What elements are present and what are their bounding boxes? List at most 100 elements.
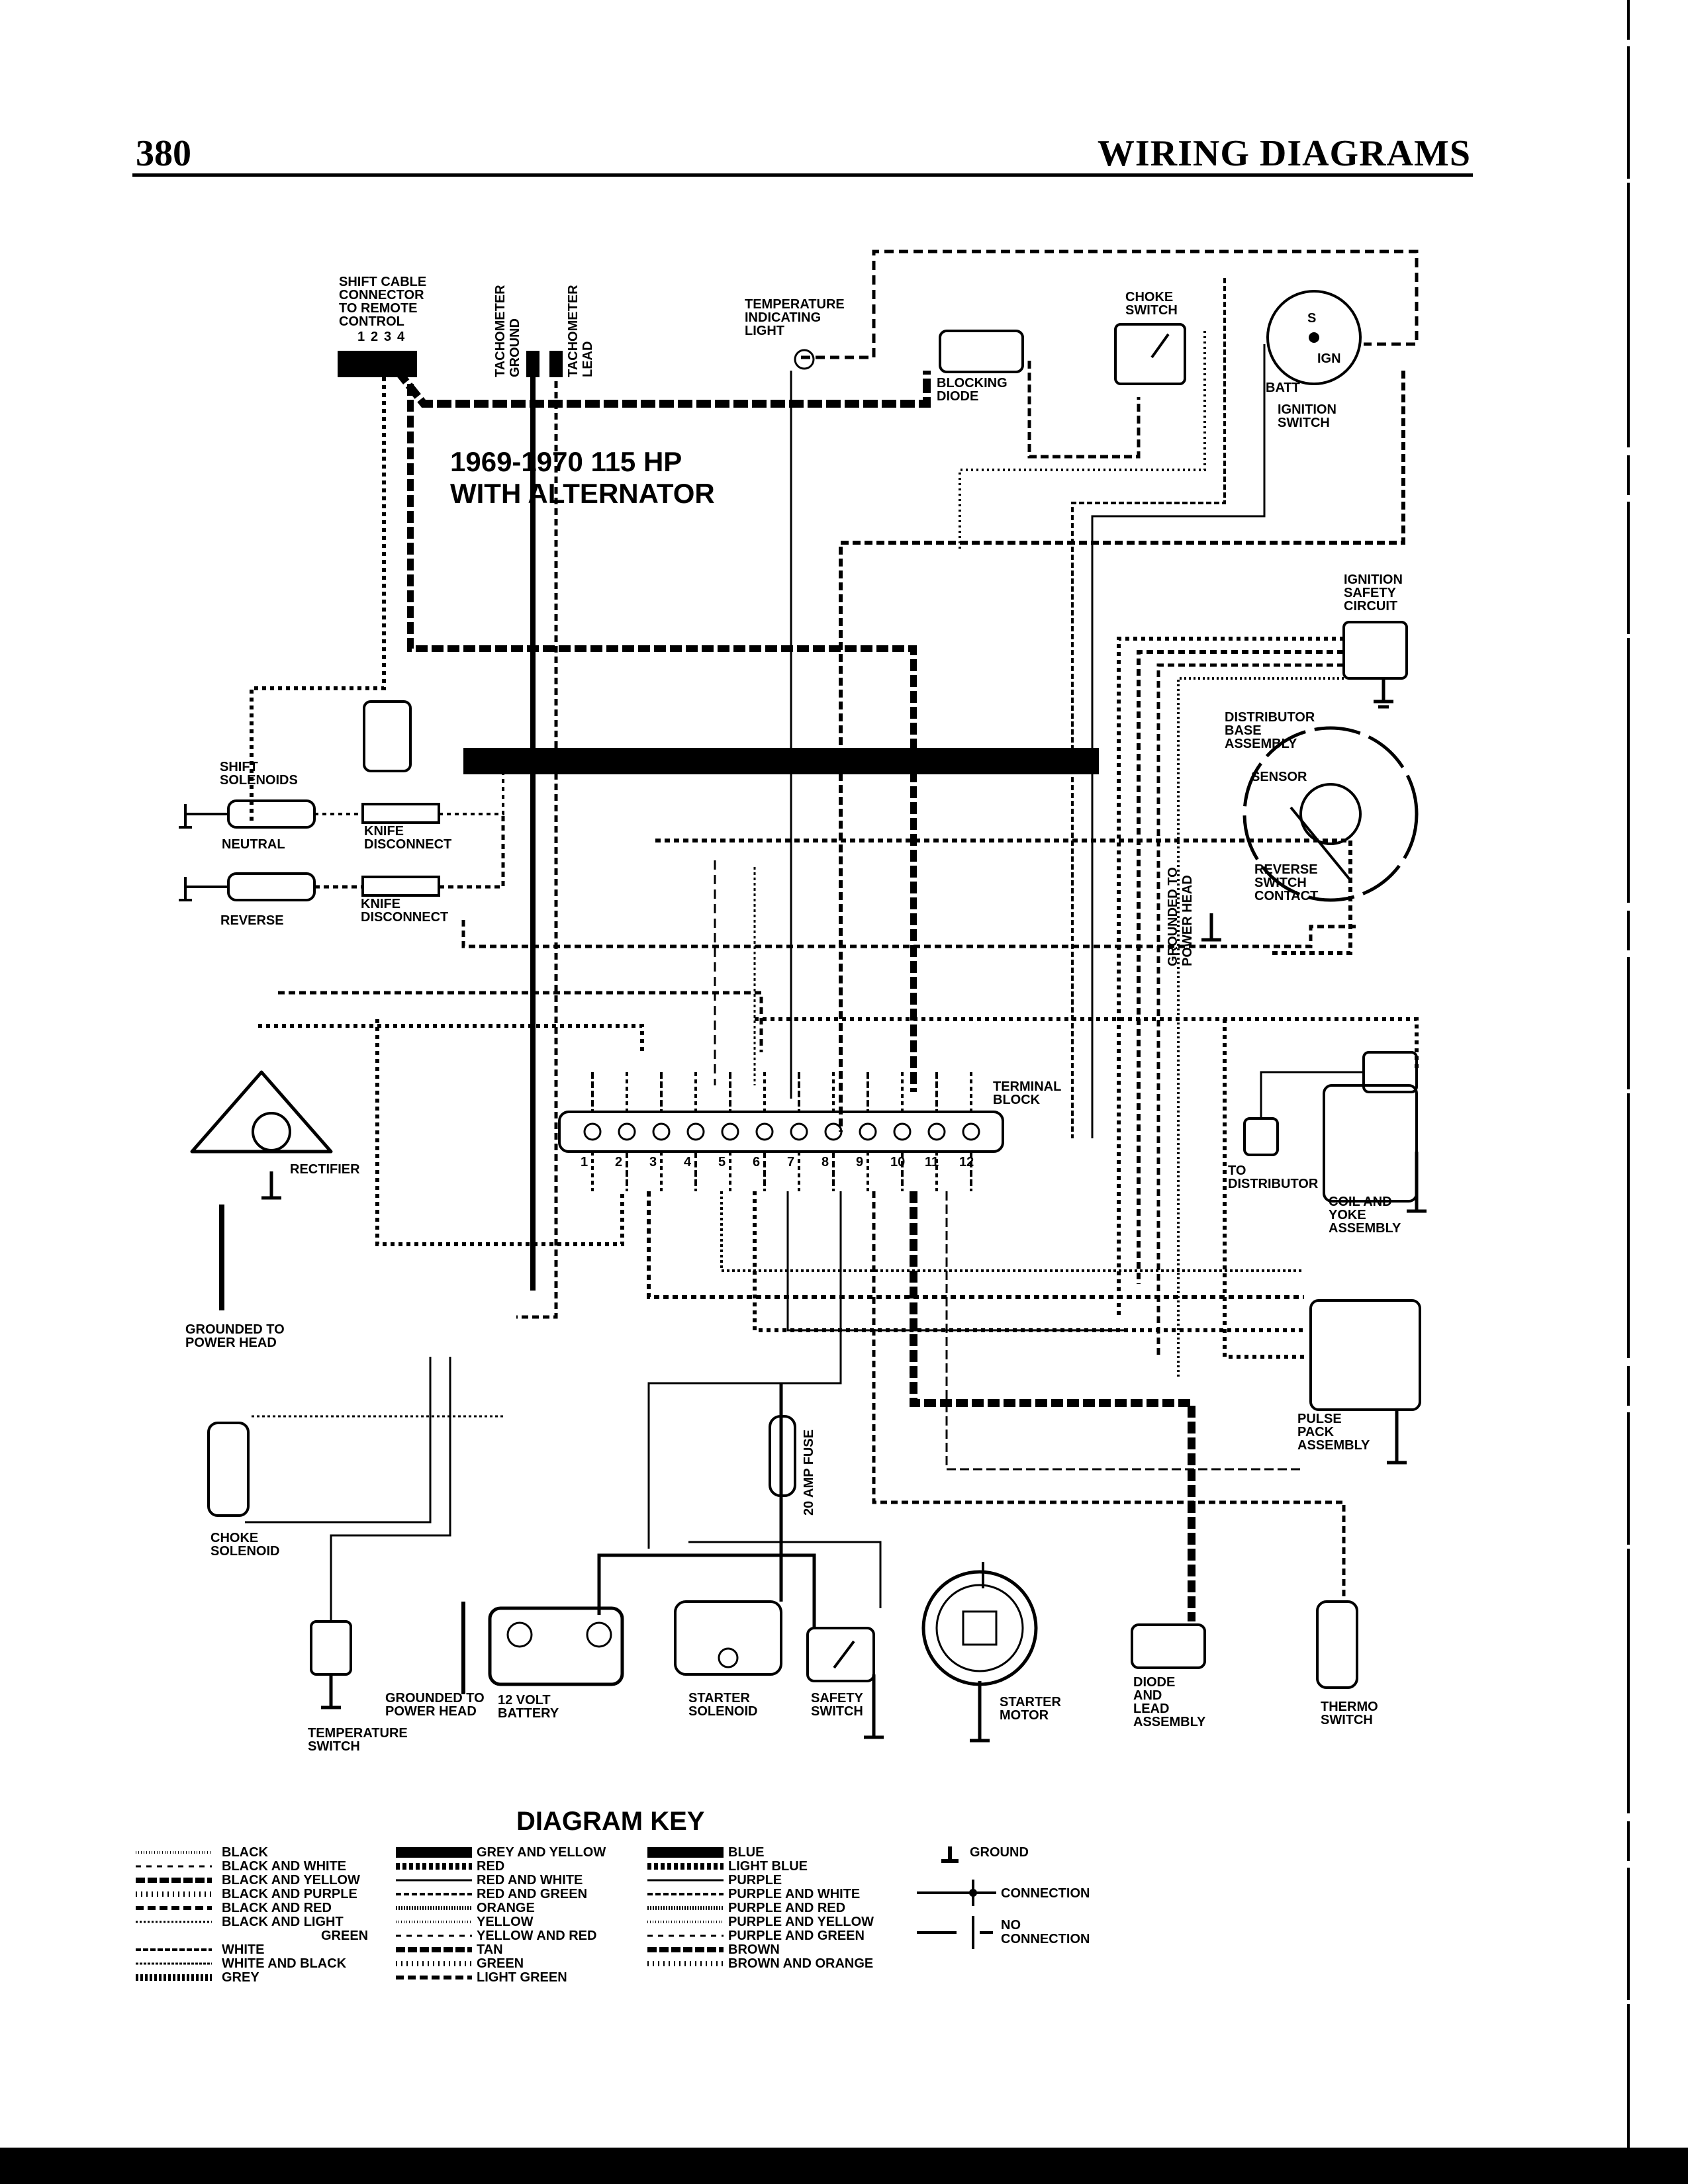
shift-cable-connector: SHIFT CABLE CONNECTOR TO REMOTE CONTROL … <box>338 275 426 377</box>
to-distributor-2: DISTRIBUTOR <box>1228 1177 1319 1191</box>
key-no-connection: CONNECTION <box>1001 1932 1090 1946</box>
knife-disconnects: KNIFE DISCONNECT KNIFE DISCONNECT <box>314 754 505 925</box>
diagram-title-line2: WITH ALTERNATOR <box>450 478 715 509</box>
terminal-screw-8 <box>824 1122 843 1141</box>
shift-cable-label-1: SHIFT CABLE <box>339 275 426 289</box>
fuse-20-amp: 20 AMP FUSE <box>769 1415 816 1516</box>
ignition-switch: S IGN BATT IGNITION SWITCH <box>1266 290 1362 430</box>
battery-label-2: BATTERY <box>498 1706 559 1721</box>
section-title: WIRING DIAGRAMS <box>1097 133 1471 174</box>
starter-motor-label-2: MOTOR <box>1000 1708 1049 1723</box>
key-column-4: GROUND CONNECTION NO CONNECTION <box>917 1845 1090 1949</box>
key-label: YELLOW <box>477 1915 534 1929</box>
key-label: GREY AND YELLOW <box>477 1845 606 1860</box>
shift-cable-label-3: TO REMOTE <box>339 301 418 316</box>
ignition-safety-label-1: IGNITION <box>1344 572 1403 587</box>
terminal-number-3: 3 <box>649 1155 657 1169</box>
battery-ground-2: POWER HEAD <box>385 1704 477 1719</box>
tach-lead-2: LEAD <box>581 341 595 377</box>
terminal-screw-3 <box>652 1122 671 1141</box>
starter-solenoid: STARTER SOLENOID <box>674 1600 782 1719</box>
knife-label-1a: KNIFE <box>364 824 404 839</box>
key-label: ORANGE <box>477 1901 535 1915</box>
safety-switch-label-2: SWITCH <box>811 1704 863 1719</box>
rectifier-label: RECTIFIER <box>290 1162 360 1177</box>
key-label: RED <box>477 1859 504 1874</box>
shift-solenoids-label-1: SHIFT <box>220 760 258 774</box>
key-label: BLACK AND WHITE <box>222 1859 346 1874</box>
tach-ground-1: TACHOMETER <box>493 285 508 377</box>
neutral-label: NEUTRAL <box>222 837 285 852</box>
rect-ground-label-2: POWER HEAD <box>185 1336 277 1350</box>
key-connection: CONNECTION <box>1001 1886 1090 1901</box>
terminal-screw-2 <box>618 1122 636 1141</box>
distributor-label-3: ASSEMBLY <box>1225 737 1297 751</box>
coil-and-yoke-assembly: TO DISTRIBUTOR COIL AND YOKE ASSEMBLY <box>1228 1051 1427 1236</box>
diode-lead-label-1: DIODE <box>1133 1675 1175 1690</box>
shift-cable-label-4: CONTROL <box>339 314 404 329</box>
terminal-screw-1 <box>583 1122 602 1141</box>
choke-solenoid: CHOKE SOLENOID <box>207 1422 279 1559</box>
grounded-vertical-1: GROUNDED TO <box>1166 867 1180 966</box>
key-label: BROWN AND ORANGE <box>728 1956 873 1971</box>
key-label: YELLOW AND RED <box>477 1929 596 1943</box>
terminal-screw-6 <box>755 1122 774 1141</box>
reverse-contact-label-1: REVERSE <box>1254 862 1318 877</box>
choke-solenoid-label-1: CHOKE <box>211 1531 258 1545</box>
key-label: BLUE <box>728 1845 764 1860</box>
pulse-pack-label-2: PACK <box>1297 1425 1335 1439</box>
key-label: PURPLE <box>728 1873 782 1888</box>
key-label: PURPLE AND YELLOW <box>728 1915 874 1929</box>
fuse-label: 20 AMP FUSE <box>802 1430 816 1516</box>
terminal-number-11: 11 <box>925 1155 939 1169</box>
battery-12-volt: GROUNDED TO POWER HEAD 12 VOLT BATTERY <box>385 1606 624 1721</box>
starter-solenoid-label-2: SOLENOID <box>688 1704 757 1719</box>
key-label: WHITE <box>222 1942 264 1957</box>
key-no: NO <box>1001 1918 1021 1933</box>
ignition-safety-circuit: IGNITION SAFETY CIRCUIT <box>1342 572 1408 709</box>
temp-light-label-3: LIGHT <box>745 324 784 338</box>
key-label: GREEN <box>321 1929 368 1943</box>
key-label: LIGHT GREEN <box>477 1970 567 1985</box>
coil-yoke-label-1: COIL AND <box>1329 1195 1392 1209</box>
pulse-pack-label-1: PULSE <box>1297 1412 1342 1426</box>
key-ground: GROUND <box>970 1845 1029 1860</box>
pin-4: 4 <box>397 330 405 344</box>
shift-solenoids: SHIFT SOLENOIDS NEUTRAL REVERSE <box>179 700 412 928</box>
terminal-number-10: 10 <box>890 1155 905 1169</box>
terminal-number-7: 7 <box>787 1155 794 1169</box>
tach-ground-2: GROUND <box>508 318 522 377</box>
distributor-label-2: BASE <box>1225 723 1262 738</box>
terminal-screw-5 <box>721 1122 739 1141</box>
terminal-number-8: 8 <box>821 1155 829 1169</box>
grounded-vertical-2: POWER HEAD <box>1180 875 1195 966</box>
terminal-screw-4 <box>686 1122 705 1141</box>
coil-yoke-label-3: ASSEMBLY <box>1329 1221 1401 1236</box>
knife-label-2a: KNIFE <box>361 897 400 911</box>
blocking-diode-label-2: DIODE <box>937 389 978 404</box>
choke-solenoid-label-2: SOLENOID <box>211 1544 279 1559</box>
page-edge-line <box>1627 0 1630 2184</box>
coil-yoke-label-2: YOKE <box>1329 1208 1366 1222</box>
key-label: PURPLE AND WHITE <box>728 1887 860 1901</box>
terminal-number-12: 12 <box>959 1155 974 1169</box>
temp-switch-label-2: SWITCH <box>308 1739 360 1754</box>
pin-2: 2 <box>371 330 378 344</box>
key-title: DIAGRAM KEY <box>516 1807 705 1836</box>
key-label: BLACK AND YELLOW <box>222 1873 360 1888</box>
key-label: WHITE AND BLACK <box>222 1956 347 1971</box>
terminal-block-label-2: BLOCK <box>993 1093 1041 1107</box>
key-label: PURPLE AND RED <box>728 1901 845 1915</box>
key-label: GREY <box>222 1970 259 1985</box>
diagram-title-line1: 1969-1970 115 HP <box>450 446 682 477</box>
terminal-number-2: 2 <box>615 1155 622 1169</box>
ignition-switch-label-2: SWITCH <box>1278 416 1330 430</box>
knife-label-2b: DISCONNECT <box>361 910 448 925</box>
key-label: BLACK AND RED <box>222 1901 332 1915</box>
